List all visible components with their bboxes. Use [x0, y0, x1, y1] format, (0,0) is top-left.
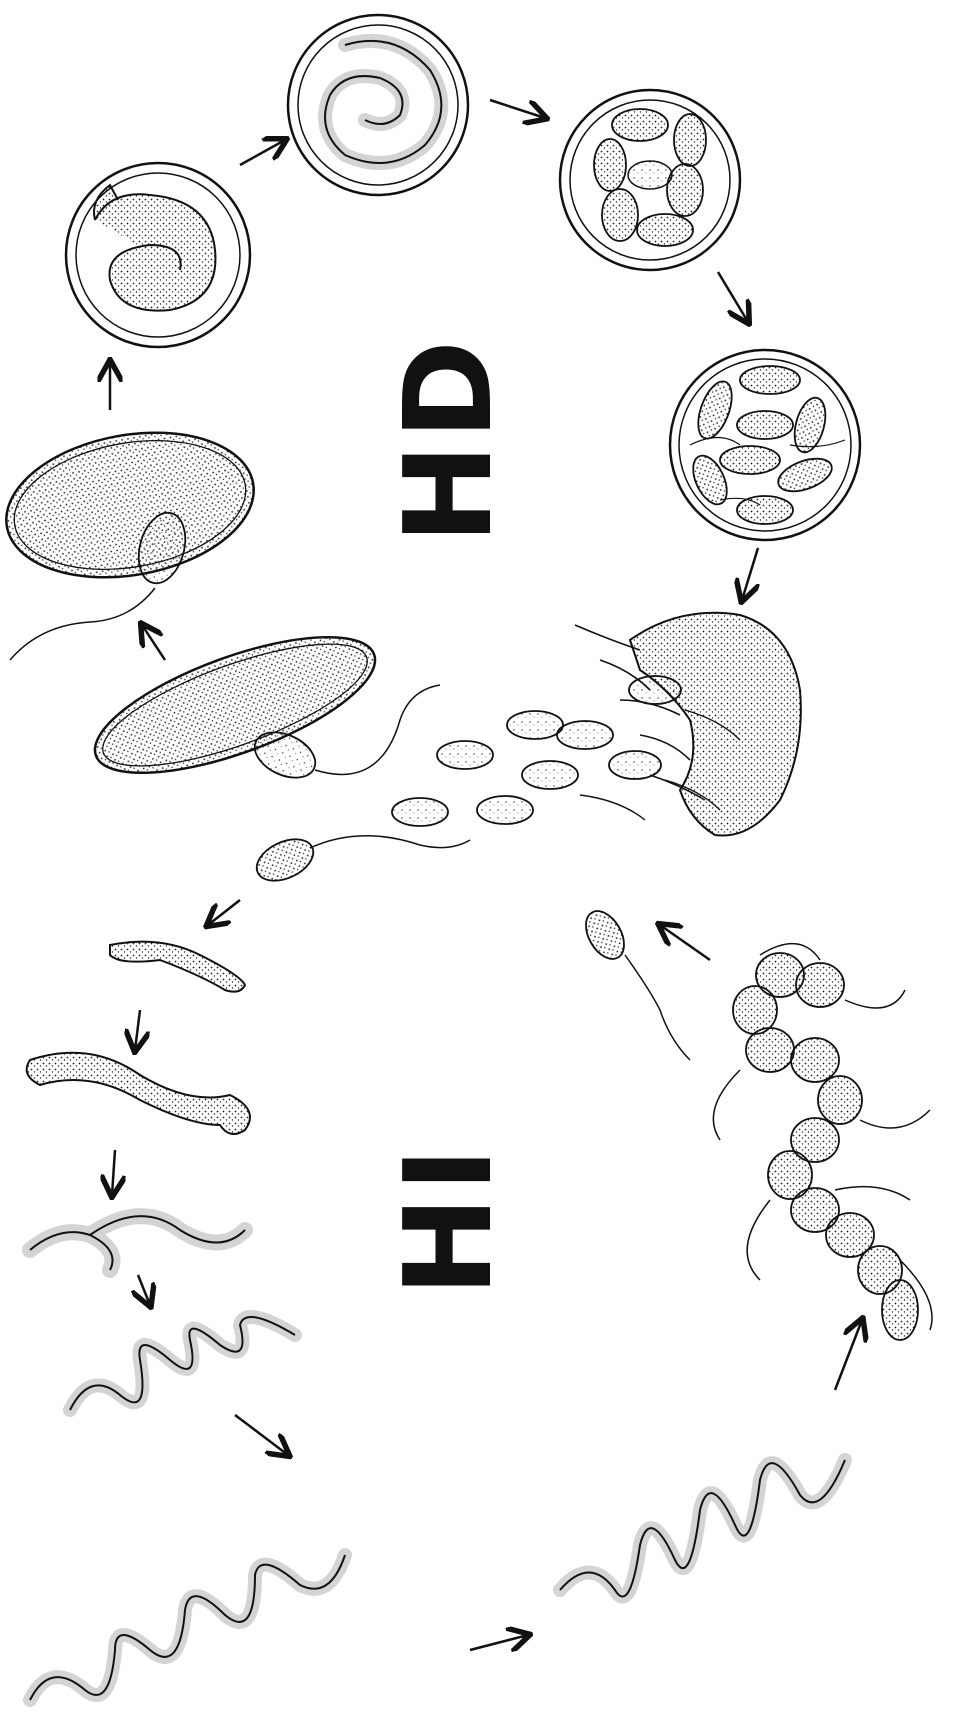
arrow-hd-1: [240, 140, 285, 165]
arrow-hi-5: [235, 1415, 288, 1455]
cyst-burst: [392, 613, 801, 836]
rod-curved: [27, 1053, 250, 1134]
arrow-hd-2: [490, 100, 545, 118]
arrow-hi-4: [138, 1275, 150, 1305]
arrow-hi-6: [470, 1635, 528, 1650]
arrow-attach: [142, 625, 165, 660]
rod-short: [110, 942, 245, 992]
arrow-hd-3: [718, 272, 748, 322]
arrow-hi-7: [835, 1320, 862, 1390]
arrow-hd-4: [742, 548, 758, 600]
cyst-spores: [670, 350, 860, 540]
host-cell-attaching: [80, 609, 440, 800]
host-cell-infected: [0, 414, 265, 660]
label-hd: HD: [390, 290, 510, 590]
arrow-hi-1: [208, 900, 240, 925]
spiral-filament-3: [560, 1460, 845, 1597]
cell-chain: [713, 944, 932, 1340]
cyst-dividing: [560, 90, 740, 270]
spiral-filament-1: [70, 1317, 295, 1410]
zoospore-released: [578, 904, 690, 1060]
zoospore-free: [250, 831, 470, 889]
arrow-hi-3: [112, 1150, 115, 1195]
cyst-early: [66, 163, 250, 347]
cyst-coiled: [288, 15, 468, 195]
spiral-filament-2: [30, 1555, 345, 1700]
arrow-hi-2: [135, 1010, 140, 1050]
arrow-hi-8: [660, 925, 710, 960]
label-hi: HI: [390, 1070, 510, 1370]
